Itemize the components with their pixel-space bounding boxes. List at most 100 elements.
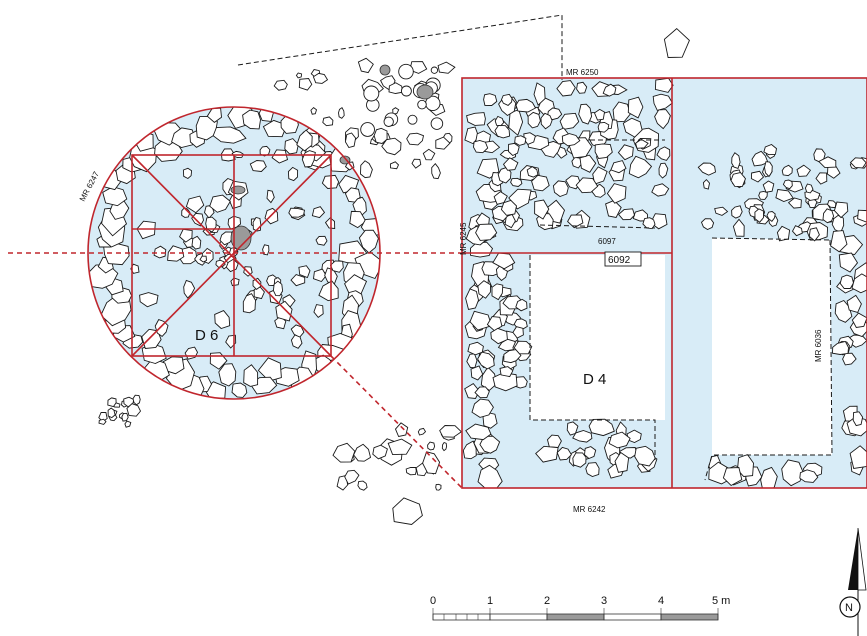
stone <box>470 365 484 381</box>
stone <box>483 93 498 106</box>
stone <box>579 154 597 173</box>
stone <box>107 397 117 408</box>
scale-tick-2: 2 <box>544 595 550 607</box>
stone <box>126 403 142 417</box>
stone <box>295 72 303 79</box>
stone <box>435 483 442 491</box>
stone <box>153 245 167 259</box>
stone <box>547 434 562 448</box>
stone <box>606 183 627 204</box>
stone <box>332 442 356 463</box>
stone <box>663 27 690 58</box>
stone <box>191 212 204 227</box>
stones-d4 <box>462 80 867 488</box>
stone <box>834 299 853 323</box>
stone <box>272 280 284 297</box>
stone <box>760 466 778 488</box>
stone <box>313 268 327 283</box>
north-arrow-icon: N <box>839 527 867 636</box>
stone <box>430 66 439 74</box>
stone <box>441 441 448 452</box>
stone <box>431 163 441 180</box>
stone <box>242 293 256 314</box>
stone <box>514 135 527 146</box>
stone <box>439 425 463 438</box>
stone <box>209 352 228 370</box>
stone <box>311 206 326 219</box>
scale-tick-0: 0 <box>430 595 436 607</box>
stone <box>353 443 372 462</box>
stone <box>830 230 848 253</box>
stone <box>185 195 205 214</box>
stone <box>851 273 867 294</box>
stone <box>578 103 593 125</box>
stone <box>822 208 835 224</box>
stone <box>465 288 479 311</box>
dashed-boundaries <box>237 14 833 481</box>
stone <box>540 112 553 130</box>
stone <box>183 279 196 299</box>
stone <box>315 235 328 246</box>
stone <box>535 445 559 463</box>
stone <box>594 143 613 159</box>
stone <box>139 292 159 308</box>
stone <box>775 188 794 202</box>
scale-tick-4: 4 <box>658 595 664 607</box>
stone <box>372 444 388 460</box>
stone <box>617 208 636 221</box>
stone <box>409 61 428 74</box>
stone <box>465 423 492 441</box>
stone <box>831 214 845 233</box>
stone <box>597 121 610 133</box>
stone <box>787 197 802 209</box>
stone <box>381 137 402 156</box>
stone <box>273 79 288 91</box>
stone <box>430 117 444 130</box>
stone <box>622 117 643 138</box>
stone <box>296 129 313 152</box>
label-6092: 6092 <box>608 255 631 266</box>
stone <box>731 152 741 169</box>
stone <box>737 454 754 477</box>
red-axis-lines <box>8 252 463 489</box>
stone <box>467 341 484 356</box>
stone <box>796 164 812 177</box>
stone <box>635 138 649 149</box>
stone <box>398 63 414 80</box>
stone <box>287 166 299 182</box>
floor-areas <box>530 238 832 455</box>
label-mr6247: MR 6247 <box>78 170 101 203</box>
stone <box>407 114 418 125</box>
stone <box>102 242 130 266</box>
stone <box>218 363 237 387</box>
stone <box>406 132 425 146</box>
stone <box>697 162 716 176</box>
stone <box>271 149 289 164</box>
stone <box>388 82 403 94</box>
stone <box>136 220 156 240</box>
stone <box>527 111 541 129</box>
stone <box>846 294 862 313</box>
stone <box>722 467 743 487</box>
stone <box>531 174 550 192</box>
stone <box>493 191 508 205</box>
stone <box>628 155 653 179</box>
stone <box>266 189 275 204</box>
stone <box>466 112 486 126</box>
stone <box>473 140 489 154</box>
stone <box>512 326 524 339</box>
stone <box>572 430 593 443</box>
stone <box>593 108 605 121</box>
stone <box>290 334 303 349</box>
stone <box>556 446 572 461</box>
stone <box>642 217 656 230</box>
stone <box>435 136 451 150</box>
stone <box>763 143 777 156</box>
stone <box>466 353 478 369</box>
stone <box>627 96 644 119</box>
stone <box>804 183 814 194</box>
stone <box>826 200 837 209</box>
stone <box>799 469 819 483</box>
stone <box>626 429 642 443</box>
